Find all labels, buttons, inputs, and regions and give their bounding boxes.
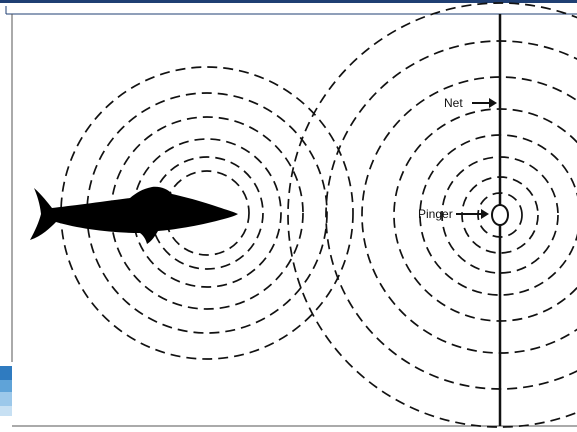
pinger-wave: [287, 2, 577, 428]
pinger-annotation: Pinger: [418, 207, 489, 221]
pinger-group: [491, 204, 509, 226]
echo-wave: [60, 66, 354, 360]
net-arrowhead: [489, 98, 497, 108]
dolphin-silhouette-icon: [30, 186, 238, 244]
pinger-circle-icon: [491, 204, 509, 226]
pinger-label: Pinger: [418, 207, 453, 221]
pinger-arrowhead: [481, 209, 489, 219]
echo-wave: [150, 156, 264, 270]
net-annotation: Net: [444, 96, 497, 110]
echo-wave: [110, 116, 304, 310]
net-label: Net: [444, 96, 463, 110]
side-accent: [0, 366, 12, 416]
